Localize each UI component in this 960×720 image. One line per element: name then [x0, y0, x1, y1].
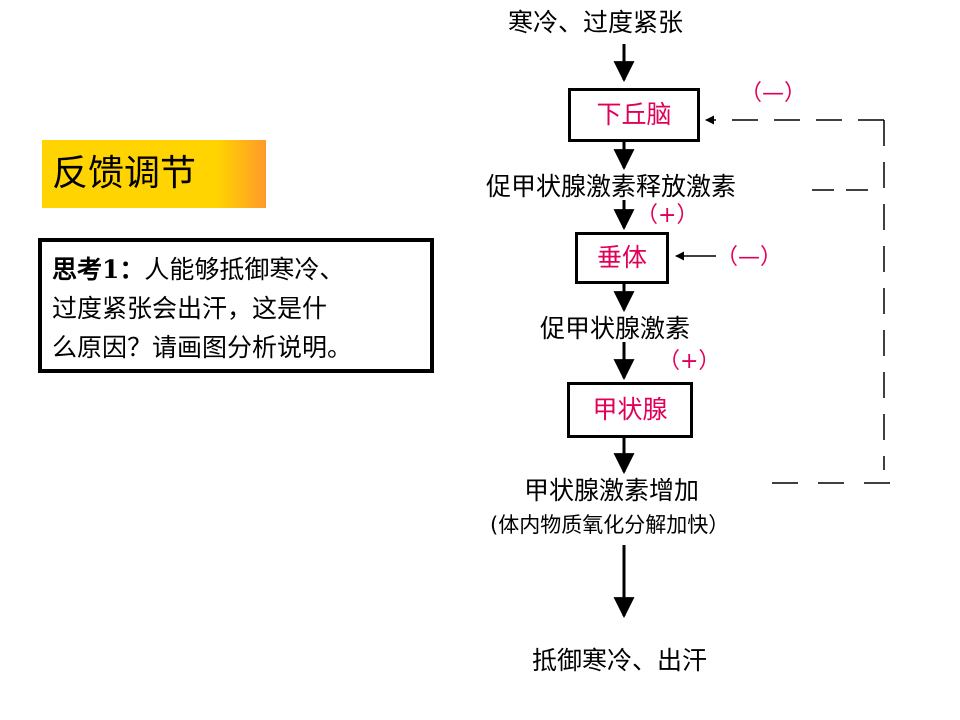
question-line-1: 思考1：人能够抵御寒冷、	[52, 250, 420, 289]
section-title: 反馈调节	[42, 140, 266, 208]
plus-sign-thyroid: （+）	[658, 349, 721, 374]
plus-sign-pituitary: （+）	[636, 203, 699, 228]
hypothalamus-node: 下丘脑	[568, 88, 700, 142]
minus-sign-pituitary: （—）	[716, 245, 783, 270]
pituitary-node: 垂体	[575, 232, 669, 284]
trh-label: 促甲状腺激素释放激素	[486, 172, 737, 201]
effect-label: (体内物质氧化分解加快）	[490, 513, 730, 537]
question-line-3: 么原因？请画图分析说明。	[52, 333, 353, 362]
question-box: 思考1：人能够抵御寒冷、 过度紧张会出汗，这是什 么原因？请画图分析说明。	[38, 238, 434, 373]
question-text-1: 人能够抵御寒冷、	[144, 255, 345, 284]
flow-start-label: 寒冷、过度紧张	[508, 8, 684, 37]
thyroxine-label: 甲状腺激素增加	[524, 476, 700, 505]
flow-end-label: 抵御寒冷、出汗	[532, 646, 708, 675]
question-prefix: 思考1：	[52, 255, 145, 284]
minus-sign-hypothalamus: （—）	[740, 81, 807, 106]
question-line-2: 过度紧张会出汗，这是什	[52, 294, 328, 323]
thyroid-node: 甲状腺	[567, 382, 693, 438]
tsh-label: 促甲状腺激素	[540, 314, 691, 343]
